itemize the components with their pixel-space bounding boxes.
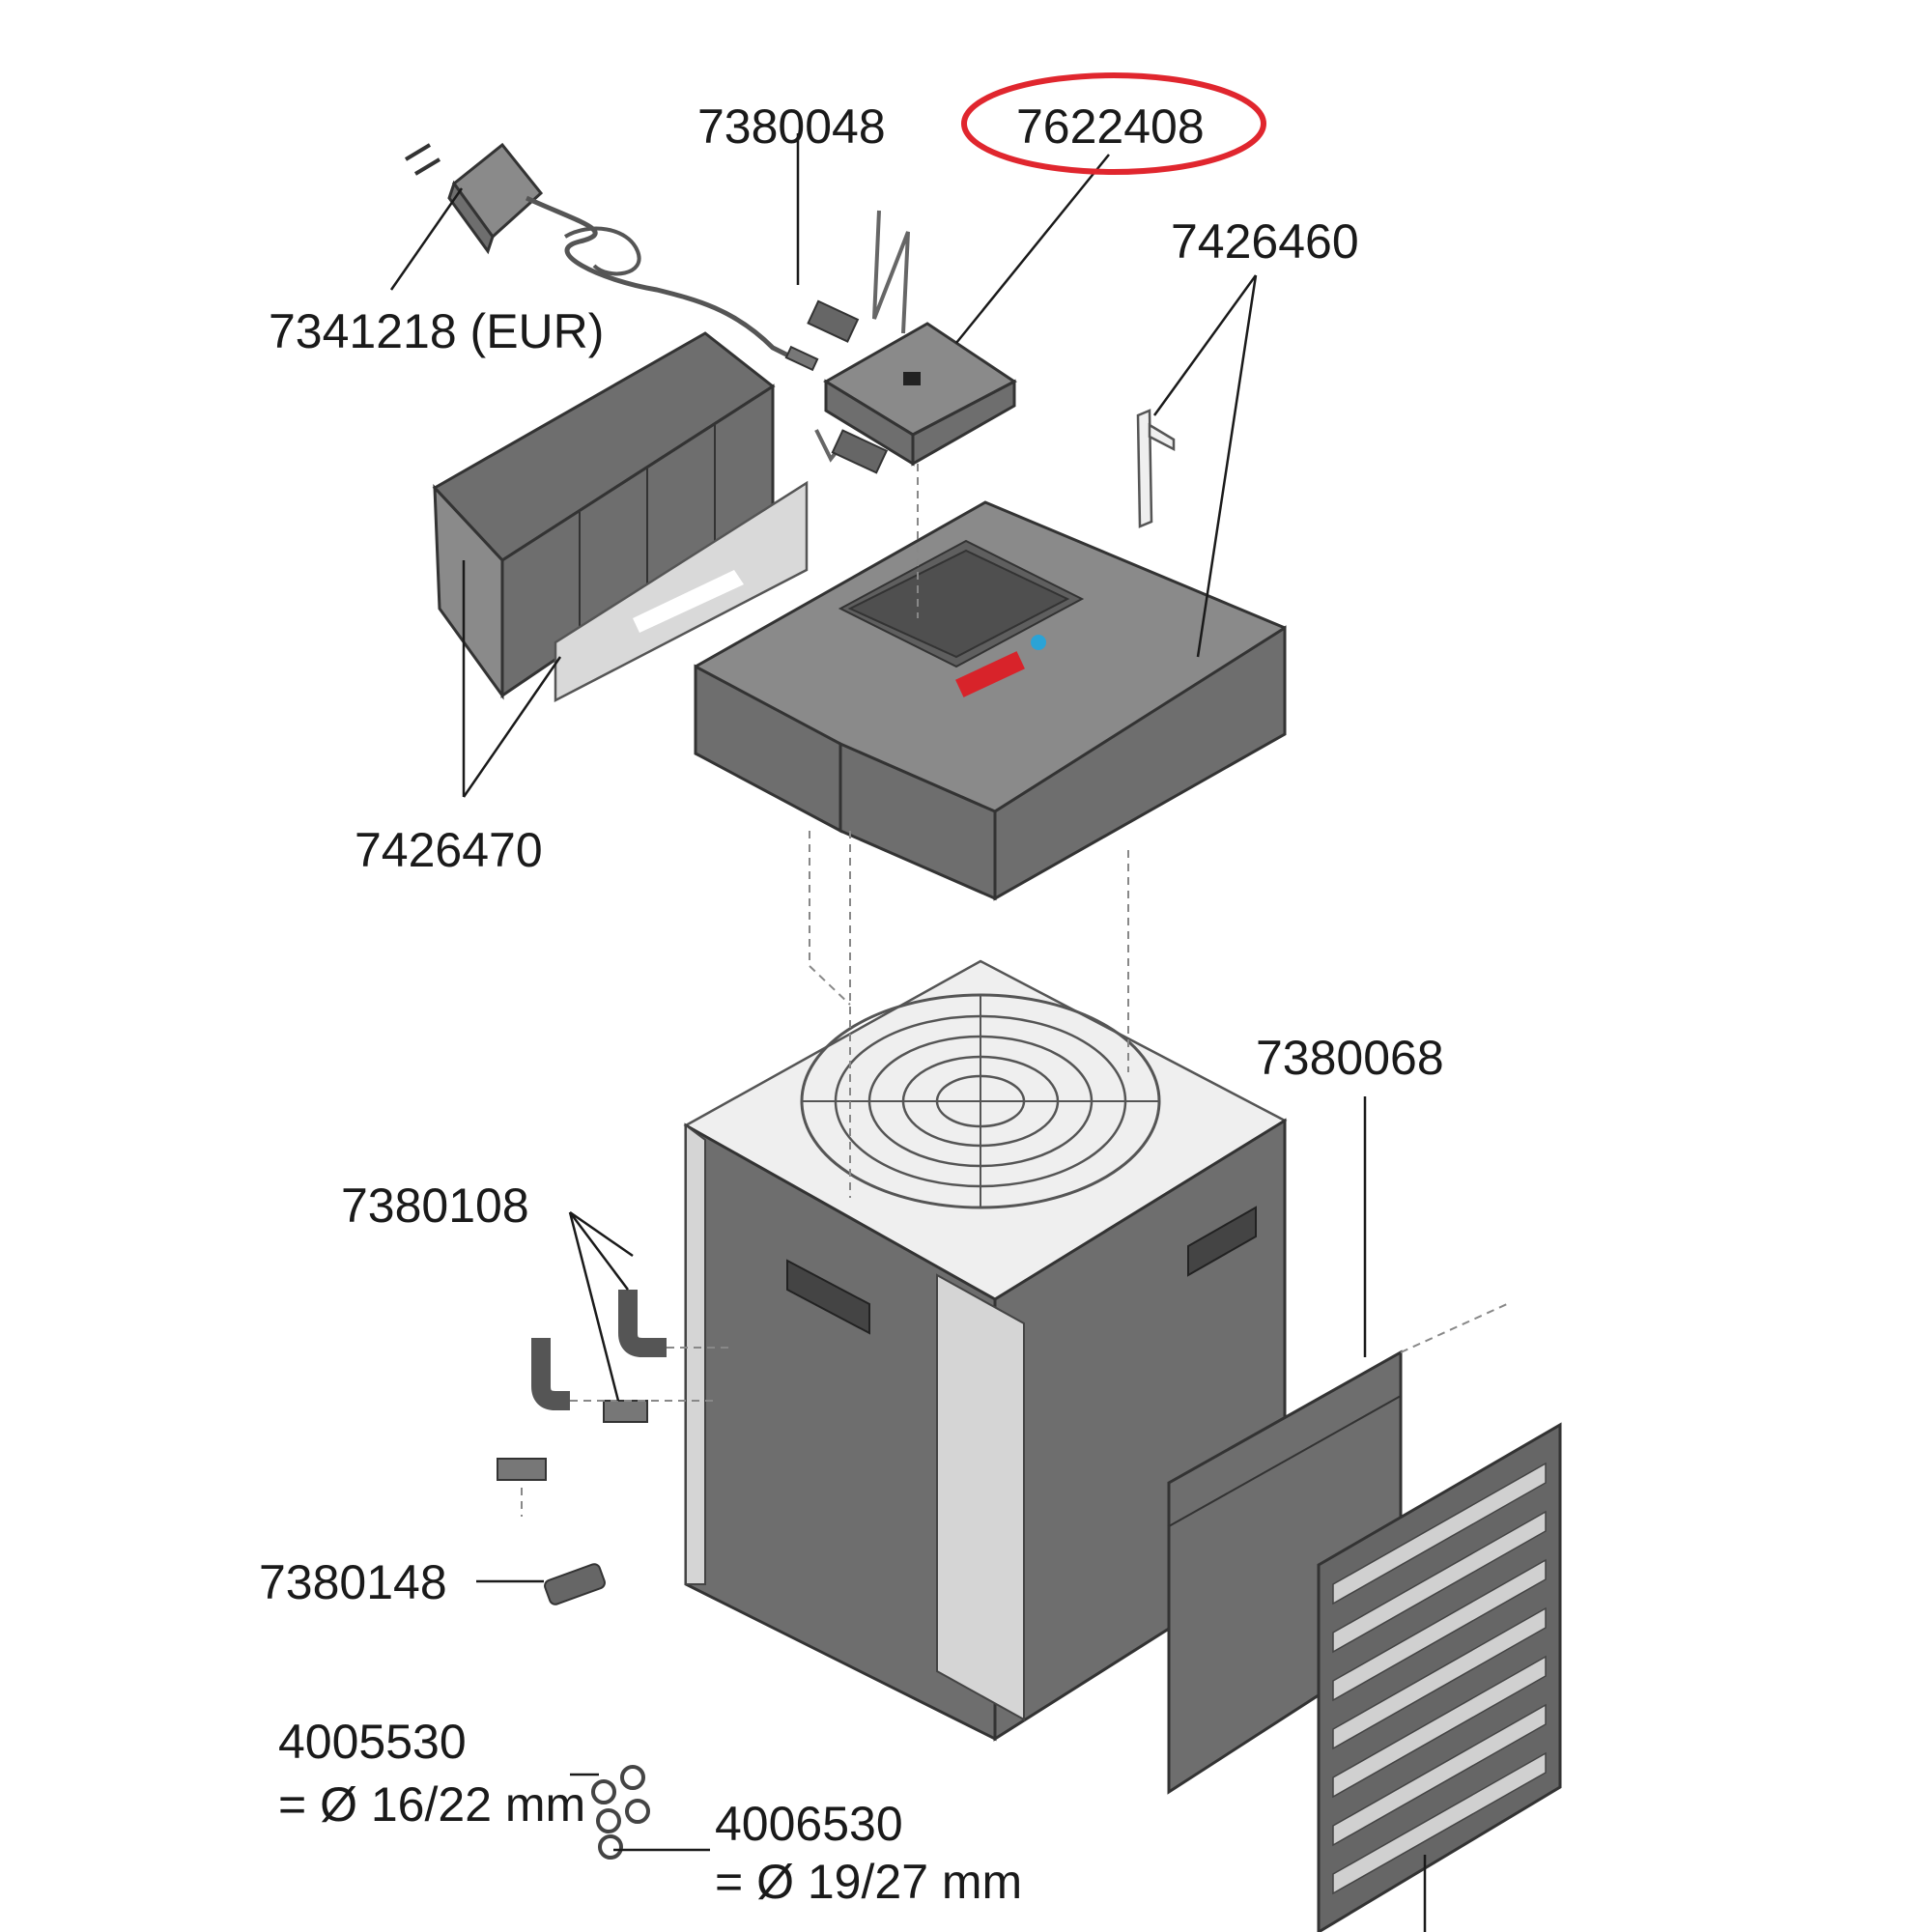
label-connector: 7380148: [259, 1555, 447, 1609]
label-clamp-large-code: 4006530: [715, 1797, 903, 1851]
control-box-illustration: [823, 322, 1017, 467]
label-clamp-large-size: = Ø 19/27 mm: [715, 1855, 1022, 1909]
elbow-fittings-illustration: [497, 1290, 667, 1481]
cable-clip-illustration: [807, 210, 910, 474]
leader-lines: [389, 133, 1427, 1932]
power-supply-illustration: [404, 142, 819, 372]
label-lid-parts: 7426460: [1171, 214, 1359, 269]
label-cable-clip: 7380048: [697, 99, 886, 154]
label-clamp-small-size: = Ø 16/22 mm: [278, 1777, 585, 1832]
louvred-grille-illustration: [1317, 1422, 1562, 1932]
highlight-ellipse: [961, 72, 1266, 175]
top-cover-illustration: [694, 500, 1287, 901]
label-clamp-small-code: 4005530: [278, 1715, 467, 1769]
assembly-guides: [521, 464, 1508, 1517]
label-control-box: 7622408: [1016, 99, 1205, 154]
label-elbows: 7380108: [341, 1179, 529, 1233]
chiller-body-illustration: [683, 959, 1288, 1742]
filter-tray-illustration: [432, 331, 809, 703]
label-power-supply: 7341218 (EUR): [269, 304, 604, 358]
lid-pin-illustration: [1136, 409, 1176, 528]
label-filter-tray: 7426470: [355, 823, 543, 877]
label-side-panel: 7380068: [1256, 1031, 1444, 1085]
fan-grille-icon: [800, 993, 1161, 1209]
connector-illustration: [544, 1563, 606, 1605]
hose-clamps-illustration: [591, 1765, 650, 1860]
